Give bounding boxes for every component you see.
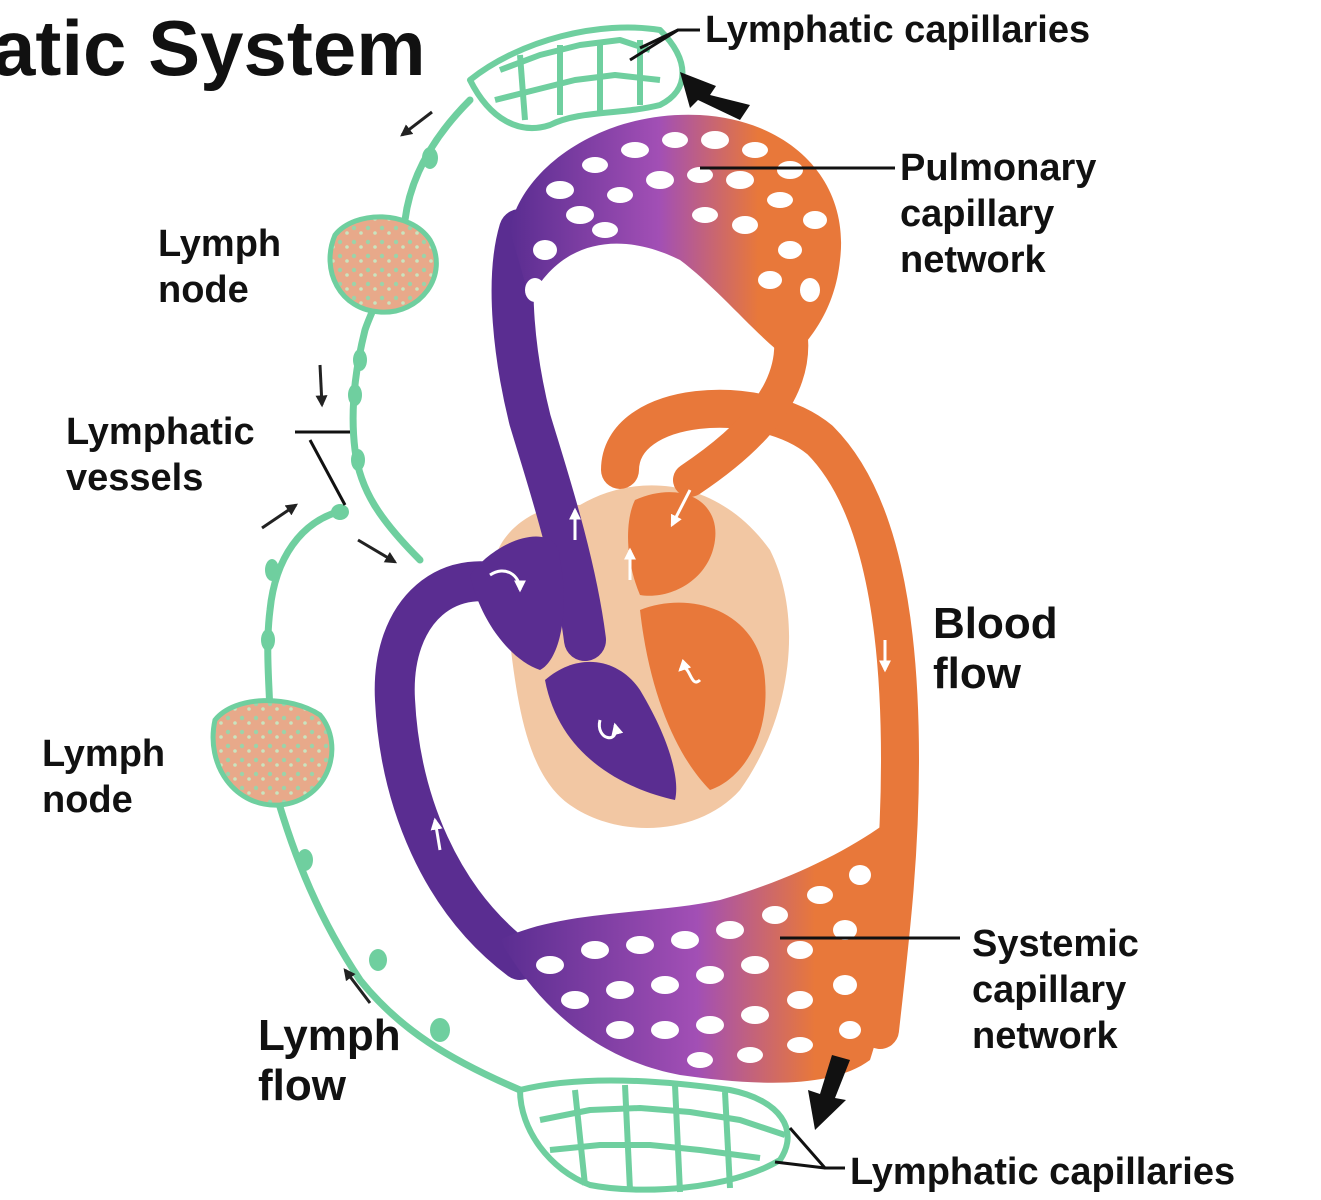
flow-arrow-icon bbox=[343, 968, 372, 1004]
lymphatic-vessel-branch bbox=[264, 506, 349, 724]
lymphatic-capillaries-top-mesh bbox=[494, 37, 661, 121]
large-flow-arrow-icon bbox=[808, 1055, 850, 1130]
systemic-artery bbox=[601, 389, 920, 1049]
blood-circuit bbox=[374, 114, 920, 1083]
flow-arrow-icon bbox=[670, 489, 692, 528]
lymphatic-capillaries-top-net bbox=[467, 24, 686, 131]
label-blood-flow-line-2: flow bbox=[933, 649, 1022, 698]
flow-arrow-icon bbox=[400, 110, 433, 137]
lymphatic-capillaries-bottom-mesh bbox=[539, 1084, 786, 1193]
lymphatic-vessel-upper bbox=[349, 96, 474, 564]
lymph-node-upper bbox=[327, 214, 439, 315]
label-lymphatic-vessels-line-1: Lymphatic bbox=[66, 411, 255, 453]
vena-cava bbox=[374, 561, 540, 980]
label-lymph-node-upper-line-1: Lymph bbox=[158, 223, 281, 265]
right-ventricle bbox=[545, 661, 677, 800]
label-lymphatic-capillaries-bottom: Lymphatic capillaries bbox=[850, 1151, 1235, 1193]
lymphatic-valves bbox=[261, 147, 450, 1042]
label-lymphatic-capillaries-top: Lymphatic capillaries bbox=[705, 9, 1090, 51]
pulmonary-capillary-holes bbox=[525, 131, 827, 302]
label-systemic-line-1: Systemic bbox=[972, 923, 1139, 965]
pulmonary-capillary-network bbox=[510, 114, 842, 360]
label-systemic-line-2: capillary bbox=[972, 969, 1126, 1011]
lymphatic-capillaries-bottom-net bbox=[517, 1077, 791, 1193]
lymphatic-vessel-lower bbox=[271, 786, 524, 1094]
label-lymph-flow-line-1: Lymph bbox=[258, 1011, 401, 1060]
systemic-capillary-network bbox=[500, 820, 894, 1083]
left-atrium bbox=[628, 492, 716, 596]
flow-arrow-icon bbox=[430, 817, 443, 851]
label-lymph-node-lower-line-2: node bbox=[42, 779, 133, 821]
labels: Lymphatic capillaries Pulmonary capillar… bbox=[42, 9, 1235, 1193]
label-pulmonary-line-3: network bbox=[900, 239, 1047, 281]
label-systemic-line-3: network bbox=[972, 1015, 1119, 1057]
label-lymphatic-vessels-line-2: vessels bbox=[66, 457, 203, 499]
large-flow-arrows bbox=[680, 72, 850, 1130]
systemic-capillary-holes bbox=[536, 865, 871, 1068]
right-atrium bbox=[470, 536, 564, 670]
lymph-node-lower bbox=[210, 698, 335, 808]
flow-arrow-icon bbox=[489, 569, 526, 593]
lymphatic-system bbox=[210, 24, 791, 1193]
page-title: atic System bbox=[0, 4, 426, 92]
pulmonary-artery bbox=[491, 209, 606, 661]
flow-arrow-icon bbox=[597, 719, 624, 740]
left-ventricle bbox=[640, 602, 766, 790]
flow-arrow-icon bbox=[315, 364, 328, 408]
label-lymph-node-lower-line-1: Lymph bbox=[42, 733, 165, 775]
label-pulmonary-line-1: Pulmonary bbox=[900, 147, 1096, 189]
label-blood-flow-line-1: Blood bbox=[933, 599, 1058, 648]
large-flow-arrow-icon bbox=[680, 72, 750, 120]
label-lymph-node-upper-line-2: node bbox=[158, 269, 249, 311]
blood-flow-arrows bbox=[430, 489, 891, 851]
leader-lines bbox=[295, 28, 960, 1170]
flow-arrow-icon bbox=[678, 658, 702, 684]
flow-arrow-icon bbox=[357, 538, 398, 564]
flow-arrow-icon bbox=[261, 503, 298, 530]
lymph-flow-arrows bbox=[261, 110, 433, 1004]
label-lymph-flow-line-2: flow bbox=[258, 1061, 347, 1110]
label-pulmonary-line-2: capillary bbox=[900, 193, 1054, 235]
